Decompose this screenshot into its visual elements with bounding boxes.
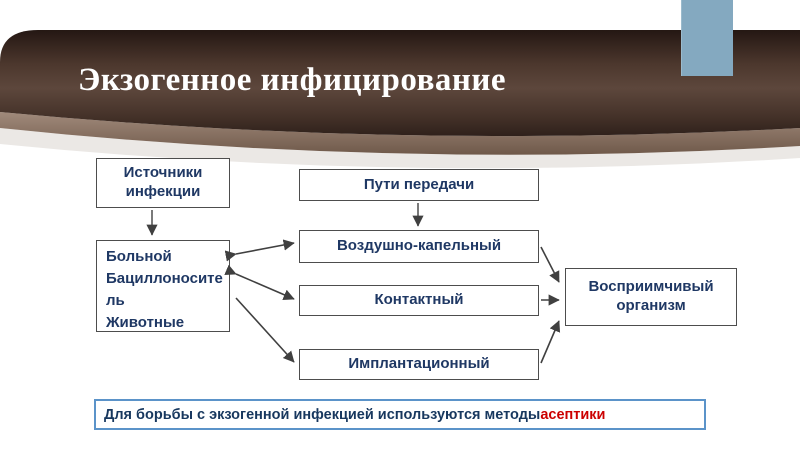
header-stripe-taupe (0, 112, 800, 155)
box-transmission-paths-label: Пути передачи (363, 175, 475, 193)
box-airborne-label: Воздушно-капельный (336, 237, 502, 255)
box-contact: Контактный (299, 285, 539, 316)
box-contact-label: Контактный (374, 291, 464, 309)
box-transmission-paths: Пути передачи (299, 169, 539, 201)
box-implantation-label: Имплантационный (348, 355, 490, 373)
header-band-shape (0, 30, 800, 137)
box-implantation: Имплантационный (299, 349, 539, 380)
box-susceptible-organism: Восприимчивый организм (565, 268, 737, 326)
arrow-to-contact (224, 264, 295, 301)
footer-note-accent: асептики (540, 406, 606, 423)
box-source-list: Больной Бациллоноситель Животные (96, 240, 230, 332)
arrow-to-implant (235, 297, 295, 363)
footer-note: Для борьбы с экзогенной инфекцией исполь… (94, 399, 706, 430)
arrow-to-airborne (224, 239, 295, 262)
page-title: Экзогенное инфицирование (78, 62, 507, 98)
box-susceptible-organism-label: Восприимчивый организм (588, 278, 714, 314)
box-airborne: Воздушно-капельный (299, 230, 539, 263)
footer-note-text: Для борьбы с экзогенной инфекцией исполь… (104, 406, 541, 423)
blue-accent-tab (681, 0, 733, 76)
arrow-implant-organism (540, 320, 561, 364)
arrow-airborne-organism (540, 246, 560, 283)
box-infection-sources: Источники инфекции (96, 158, 230, 208)
box-infection-sources-label: Источники инфекции (123, 164, 203, 200)
